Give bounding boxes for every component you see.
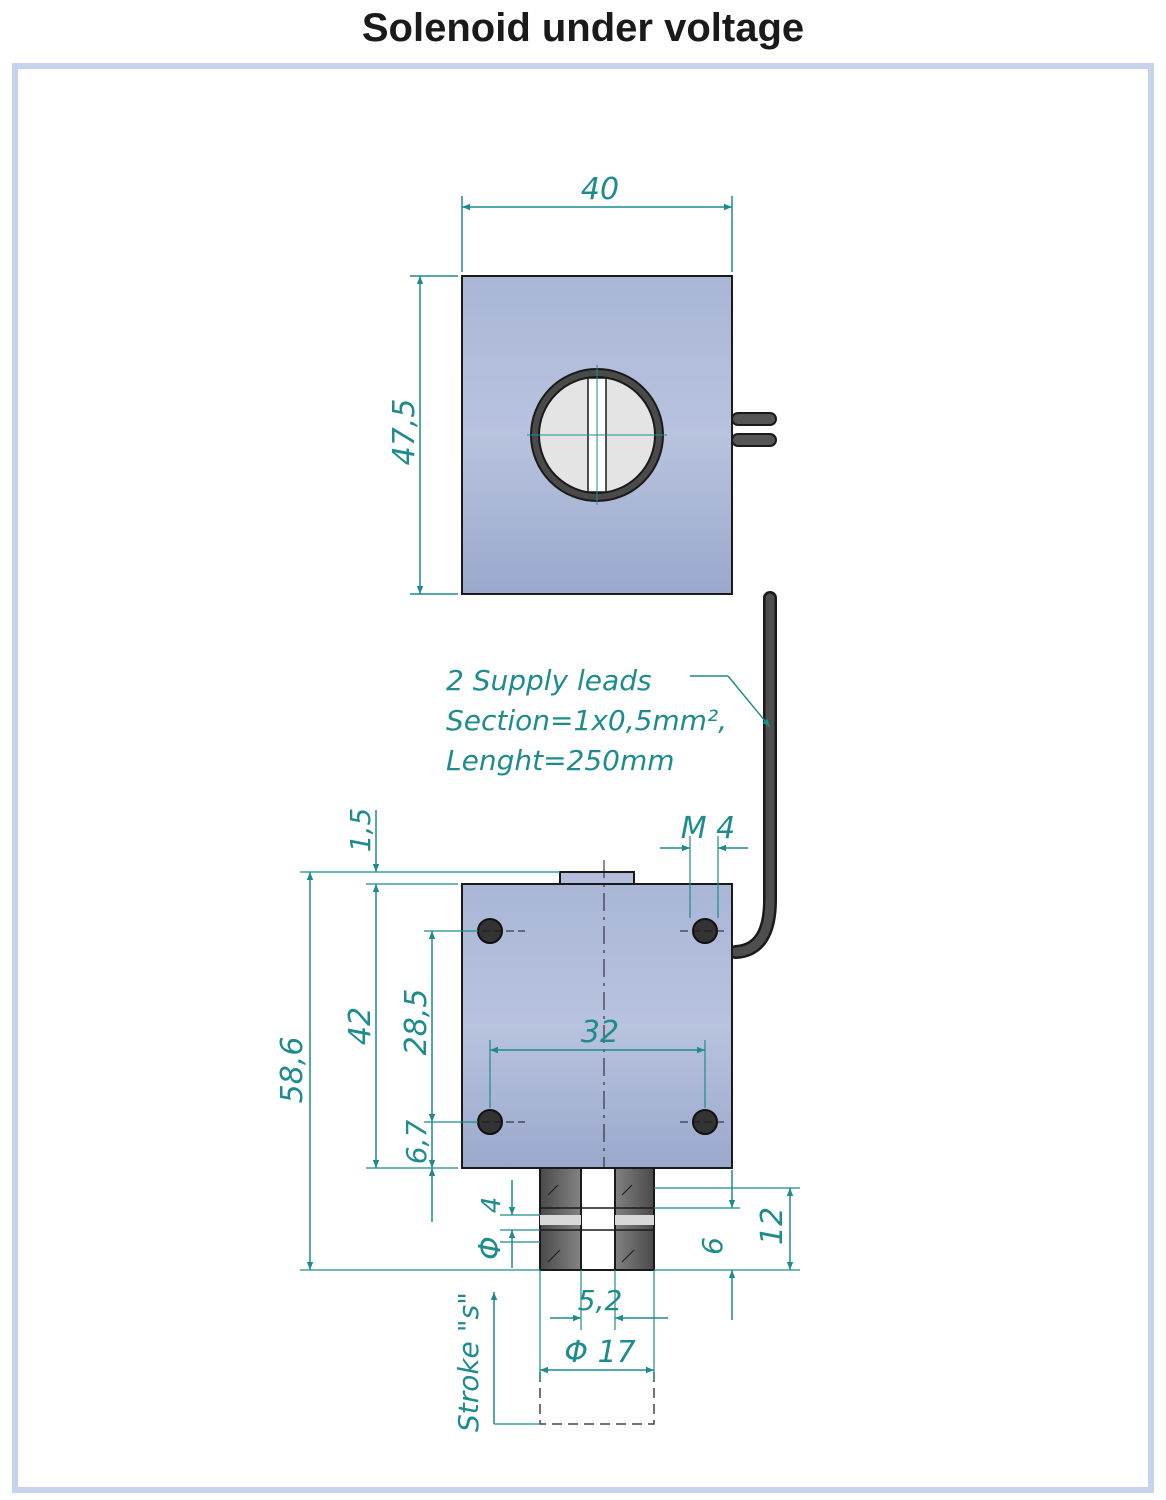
dimension-hole-spacing-h: 32 <box>489 1015 706 1108</box>
dim-label-5-2: 5,2 <box>578 1284 623 1317</box>
dim-label-phi-17: Φ 17 <box>564 1335 635 1370</box>
top-boss <box>559 871 635 885</box>
dim-label-plunger-4: 4 <box>477 1197 507 1214</box>
dimension-plunger-diameter: Φ 17 <box>539 1270 655 1380</box>
top-view <box>461 275 777 595</box>
dimension-offset-top: 1,5 <box>340 808 560 873</box>
dim-label-plunger-12: 12 <box>755 1207 790 1245</box>
supply-lead-cable <box>729 591 777 959</box>
lead-stub-lower <box>731 433 777 447</box>
dimension-hole-spacing-v: 28,5 <box>399 930 478 1123</box>
leads-note-line3: Lenght=250mm <box>446 744 675 777</box>
dim-label-32: 32 <box>581 1015 619 1050</box>
dimension-slot-width: 5,2 <box>550 1270 668 1330</box>
dim-label-m4: M 4 <box>681 811 736 846</box>
dimension-top-height: 47,5 <box>387 275 458 595</box>
dim-label-plunger-phi: Φ <box>473 1236 508 1260</box>
page-title: Solenoid under voltage <box>361 6 805 50</box>
lead-stub-upper <box>731 412 777 426</box>
dim-label-42: 42 <box>343 1007 378 1045</box>
dimension-body-height: 42 <box>343 883 458 1169</box>
dim-label-40: 40 <box>581 172 619 207</box>
stroke-outline <box>539 1372 655 1425</box>
plunger <box>539 1167 655 1271</box>
leads-note-line1: 2 Supply leads <box>446 664 652 697</box>
dimension-stroke: Stroke "s" <box>452 1292 540 1432</box>
leads-note-line2: Section=1x0,5mm², <box>446 704 727 737</box>
front-view <box>461 860 733 1425</box>
dim-label-28-5: 28,5 <box>399 989 434 1056</box>
dim-label-1-5: 1,5 <box>344 808 377 853</box>
dimension-top-width: 40 <box>461 172 733 272</box>
leads-note: 2 Supply leads Section=1x0,5mm², Lenght=… <box>446 664 771 777</box>
dimension-plunger-left: 4 Φ <box>473 1180 540 1268</box>
dimension-plunger-right: 6 12 <box>654 1170 800 1320</box>
dim-label-58-6: 58,6 <box>275 1037 310 1104</box>
dim-label-plunger-6: 6 <box>696 1237 729 1255</box>
dimension-hole-offset: 6,7 <box>400 1120 436 1222</box>
dim-label-6-7: 6,7 <box>400 1120 433 1165</box>
dim-label-47-5: 47,5 <box>387 399 422 466</box>
dimension-thread: M 4 <box>660 811 748 918</box>
dimension-overall-height: 58,6 <box>275 871 540 1271</box>
dim-label-stroke: Stroke "s" <box>452 1292 485 1432</box>
